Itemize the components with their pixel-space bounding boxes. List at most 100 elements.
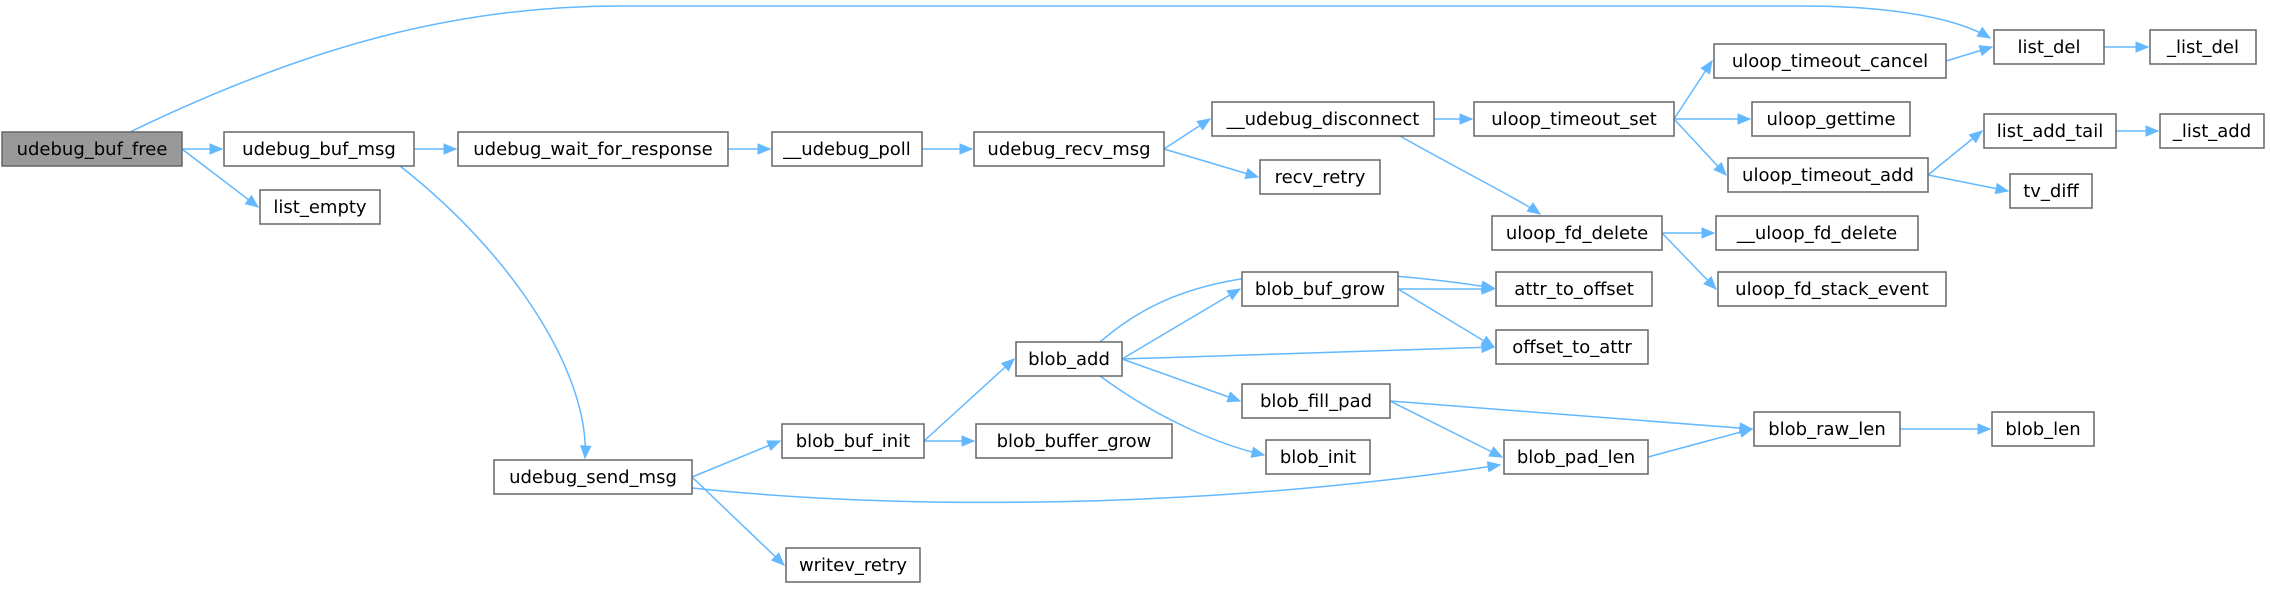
node-offset-to-attr[interactable]: offset_to_attr <box>1495 329 1649 365</box>
node-box <box>1241 271 1399 307</box>
node-label: udebug_buf_msg <box>242 139 396 160</box>
node-box <box>259 189 381 225</box>
node-udebug-poll[interactable]: __udebug_poll <box>771 131 923 167</box>
edge-line <box>1099 272 1495 343</box>
node-blob-fill-pad[interactable]: blob_fill_pad <box>1241 383 1391 419</box>
arrow-head-icon <box>757 143 772 155</box>
node-box <box>973 131 1165 167</box>
node-list-add-tail[interactable]: list_add_tail <box>1983 113 2117 149</box>
node-uloop-timeout-set[interactable]: uloop_timeout_set <box>1473 101 1675 137</box>
arrow-head-icon <box>209 143 224 155</box>
edge-udebug_send_msg-to-blob_buf_init <box>691 440 782 478</box>
node-box <box>2149 29 2257 65</box>
node-label: list_add_tail <box>1997 121 2103 142</box>
node-blob-len[interactable]: blob_len <box>1991 411 2095 447</box>
node-blob-add[interactable]: blob_add <box>1015 341 1123 377</box>
node-label: blob_buf_init <box>796 431 911 452</box>
arrow-head-icon <box>959 143 974 155</box>
edge-blob_add-to-blob_init <box>1099 375 1266 458</box>
edge-blob_pad_len-to-blob_raw_len <box>1647 426 1754 458</box>
edge-uloop_timeout_set-to-uloop_timeout_add <box>1673 118 1727 176</box>
edge-udebug_wait_for_response-to-udebug_poll <box>728 143 772 155</box>
node-box <box>1495 329 1649 365</box>
arrow-head-icon <box>1968 130 1984 144</box>
edge-line <box>1647 428 1753 458</box>
node-blob-buf-init[interactable]: blob_buf_init <box>781 423 925 459</box>
node-tv-diff[interactable]: tv_diff <box>2009 173 2093 209</box>
node-box <box>493 459 693 495</box>
node-uloop-fd-delete[interactable]: uloop_fd_delete <box>1491 215 1663 251</box>
node-label: tv_diff <box>2023 181 2079 202</box>
node-box <box>1727 157 1929 193</box>
node-blob-raw-len[interactable]: blob_raw_len <box>1753 411 1901 447</box>
node-udebug-wait-for-response[interactable]: udebug_wait_for_response <box>457 131 729 167</box>
edge-uloop_fd_delete-to-uloop_fd_stack_event <box>1661 232 1717 290</box>
node-udebug-buf-msg[interactable]: udebug_buf_msg <box>223 131 415 167</box>
arrow-head-icon <box>1701 227 1716 239</box>
edge-blob_buf_grow-to-attr_to_offset <box>1398 283 1496 295</box>
node-box <box>1991 411 2095 447</box>
edge-line <box>923 358 1015 442</box>
node-blob-buf-grow[interactable]: blob_buf_grow <box>1241 271 1399 307</box>
node-uloop-timeout-cancel[interactable]: uloop_timeout_cancel <box>1713 43 1947 79</box>
edge-uloop_timeout_set-to-uloop_timeout_cancel <box>1673 59 1713 120</box>
node-label: udebug_buf_free <box>17 139 168 160</box>
node-box <box>1717 271 1947 307</box>
arrow-head-icon <box>1977 423 1992 435</box>
node-uloop-timeout-add[interactable]: uloop_timeout_add <box>1727 157 1929 193</box>
node-box <box>1211 101 1435 137</box>
node-recv-retry[interactable]: recv_retry <box>1259 159 1381 195</box>
edges-layer <box>129 5 2160 566</box>
edge-uloop_timeout_add-to-tv_diff <box>1927 174 2010 195</box>
node-uloop-gettime[interactable]: uloop_gettime <box>1751 101 1911 137</box>
edge-uloop_timeout_cancel-to-list_del <box>1945 45 1994 62</box>
edge-udebug_recv_msg-to-udebug_disconnect <box>1163 118 1212 150</box>
arrow-head-icon <box>1713 161 1727 176</box>
node-udebug-recv-msg[interactable]: udebug_recv_msg <box>973 131 1165 167</box>
node-label: blob_fill_pad <box>1260 391 1372 412</box>
node-list-add[interactable]: _list_add <box>2159 113 2265 149</box>
edge-blob_buf_grow-to-offset_to_attr <box>1397 288 1496 348</box>
edge-line <box>1927 174 2009 192</box>
edge-line <box>1121 346 1495 360</box>
edge-blob_buf_init-to-blob_add <box>923 358 1015 442</box>
node-uloop-fd-delete2[interactable]: __uloop_fd_delete <box>1715 215 1919 251</box>
node-label: udebug_wait_for_response <box>473 139 712 160</box>
arrow-head-icon <box>1994 182 2010 195</box>
node-label: _list_add <box>2172 121 2251 142</box>
node-attr-to-offset[interactable]: attr_to_offset <box>1495 271 1653 307</box>
edge-line <box>129 5 1991 133</box>
node-list-del[interactable]: list_del <box>1993 29 2105 65</box>
edge-udebug_send_msg-to-blob_pad_len <box>691 461 1502 504</box>
node-box <box>1015 341 1123 377</box>
arrow-head-icon <box>1486 461 1502 473</box>
edge-line <box>1121 288 1241 360</box>
node-blob-pad-len[interactable]: blob_pad_len <box>1503 439 1649 475</box>
node-box <box>1 131 183 167</box>
node-label: uloop_timeout_add <box>1742 165 1914 186</box>
node-udebug-disconnect[interactable]: __udebug_disconnect <box>1211 101 1435 137</box>
node-box <box>1503 439 1649 475</box>
arrow-head-icon <box>1737 113 1752 125</box>
node-udebug-send-msg[interactable]: udebug_send_msg <box>493 459 693 495</box>
arrow-head-icon <box>2145 125 2160 137</box>
node-blob-buffer-grow[interactable]: blob_buffer_grow <box>975 423 1173 459</box>
edge-udebug_buf_free-to-list_del <box>129 5 1992 133</box>
node-udebug-buf-free[interactable]: udebug_buf_free <box>1 131 183 167</box>
edge-line <box>691 440 781 478</box>
node-blob-init[interactable]: blob_init <box>1265 439 1371 475</box>
edge-line <box>1389 400 1503 458</box>
node-box <box>771 131 923 167</box>
node-label: udebug_recv_msg <box>987 139 1150 160</box>
node-box <box>785 547 921 583</box>
node-label: blob_pad_len <box>1517 447 1635 468</box>
node-uloop-fd-stack-event[interactable]: uloop_fd_stack_event <box>1717 271 1947 307</box>
node-label: uloop_gettime <box>1766 109 1895 130</box>
node-writev-retry[interactable]: writev_retry <box>785 547 921 583</box>
node-label: blob_add <box>1028 349 1110 370</box>
node-list-empty[interactable]: list_empty <box>259 189 381 225</box>
node-list-del[interactable]: _list_del <box>2149 29 2257 65</box>
node-box <box>1265 439 1371 475</box>
